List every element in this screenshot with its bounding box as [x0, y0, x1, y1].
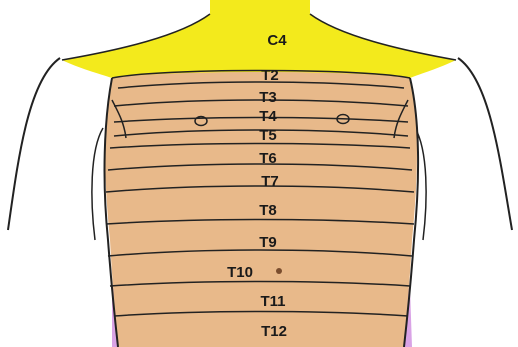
label-t3: T3	[259, 89, 277, 106]
label-t4: T4	[259, 108, 277, 125]
label-t5: T5	[259, 127, 277, 144]
navel	[276, 268, 282, 274]
label-t9: T9	[259, 234, 277, 251]
label-t8: T8	[259, 202, 277, 219]
label-t10: T10	[227, 264, 253, 281]
label-t2: T2	[261, 67, 279, 84]
label-t11: T11	[260, 293, 285, 310]
label-t12: T12	[261, 323, 287, 340]
label-t6: T6	[259, 150, 277, 167]
label-t7: T7	[261, 173, 279, 190]
label-c4: C4	[267, 32, 287, 49]
